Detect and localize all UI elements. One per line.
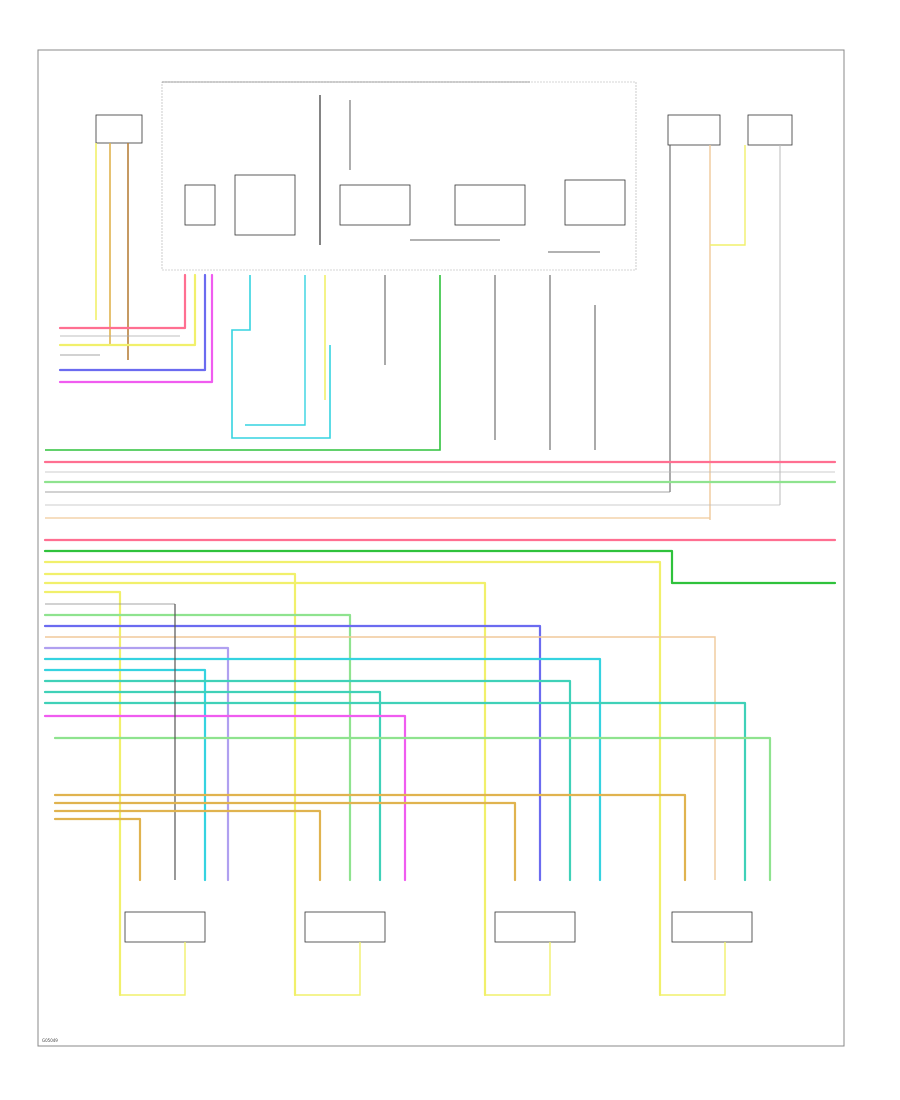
page-frame bbox=[37, 49, 845, 1047]
footer-code: G05049 bbox=[42, 1038, 58, 1043]
actuator-2 bbox=[295, 911, 386, 996]
actuator-3 bbox=[485, 911, 576, 996]
top-middle-wiring bbox=[45, 275, 596, 451]
tan-harness bbox=[53, 793, 687, 882]
top-left-harness bbox=[58, 273, 214, 384]
middle-bus bbox=[43, 460, 837, 519]
actuator-4 bbox=[660, 911, 753, 996]
control-module bbox=[161, 81, 637, 271]
lower-bus bbox=[43, 538, 837, 997]
actuator-1 bbox=[120, 911, 206, 996]
right-top-sensors bbox=[667, 114, 793, 520]
left-top-sensor bbox=[95, 114, 143, 360]
